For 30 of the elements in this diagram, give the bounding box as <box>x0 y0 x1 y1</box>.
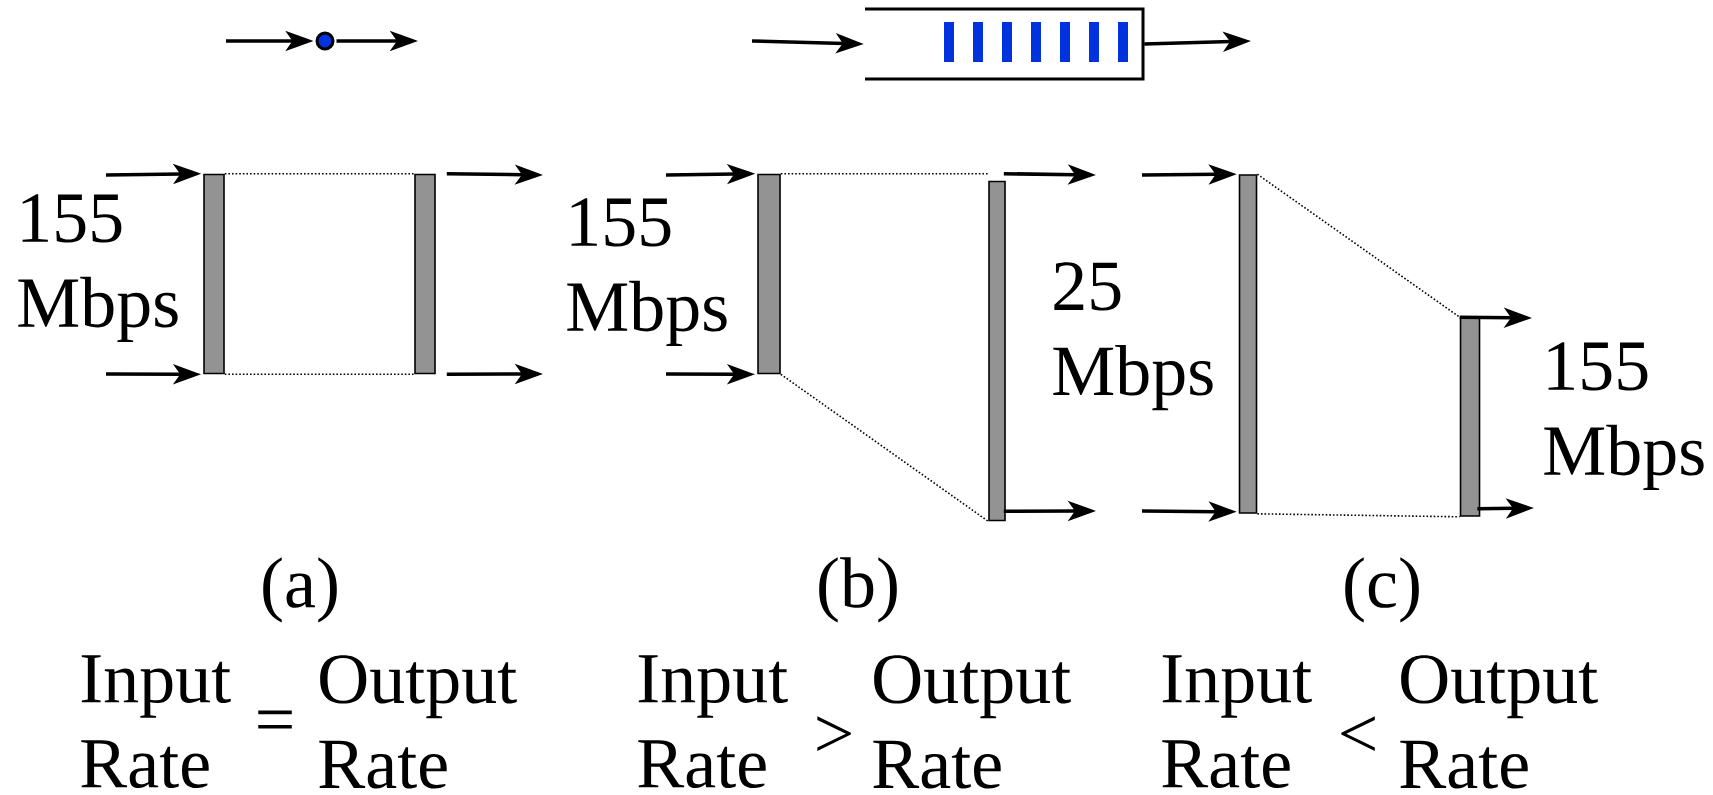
rate-label: Output Rate <box>1400 655 1598 789</box>
panel-label: (b) <box>819 557 897 623</box>
relation-sign: = <box>258 710 292 729</box>
link-bar <box>1238 174 1258 514</box>
panel-label: (c) <box>1345 557 1419 623</box>
dotted-line <box>224 172 415 175</box>
rate-label: Output Rate <box>873 655 1071 789</box>
rate-label: Input Rate <box>1162 655 1312 789</box>
dot-symbol <box>315 31 335 51</box>
dotted-line <box>224 373 415 376</box>
rate-label: 155 Mbps <box>1544 342 1704 491</box>
link-bar <box>203 173 225 375</box>
rate-label: 25 Mbps <box>1053 262 1213 411</box>
dotted-line <box>780 172 989 175</box>
panel-label: (a) <box>263 557 337 623</box>
rate-label: Input Rate <box>638 655 788 789</box>
rate-label: Output Rate <box>319 655 517 789</box>
link-bar <box>988 180 1006 522</box>
queue-drawing <box>865 7 1145 81</box>
rate-label: 155 Mbps <box>18 194 178 343</box>
rate-label: Input Rate <box>81 655 231 789</box>
relation-sign: > <box>817 716 851 752</box>
link-bar <box>1459 317 1481 517</box>
dotted-line <box>780 373 989 523</box>
dotted-line <box>1256 173 1461 318</box>
link-bar <box>414 173 436 375</box>
rate-label: 155 Mbps <box>567 198 727 347</box>
relation-sign: < <box>1341 716 1375 752</box>
link-bar <box>757 173 781 375</box>
dotted-line <box>1256 513 1461 518</box>
